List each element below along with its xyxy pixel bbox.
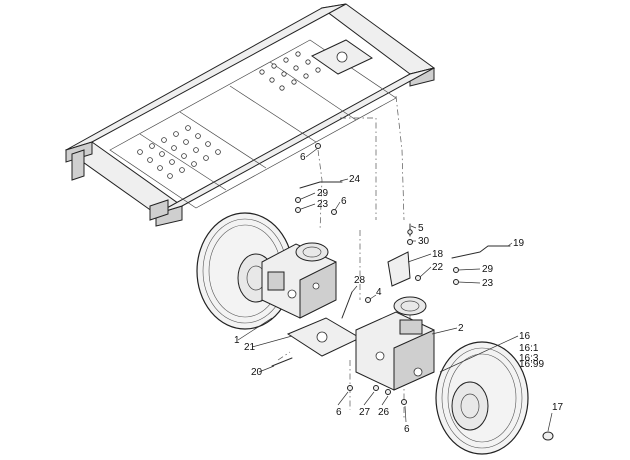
- callout-c19: 19: [513, 238, 525, 249]
- callout-c16_1: 16:1: [519, 343, 539, 354]
- callout-c24: 24: [349, 174, 361, 185]
- callout-c1: 1: [234, 335, 240, 346]
- callout-c6b: 6: [341, 196, 347, 207]
- left-transaxle: [261, 242, 337, 319]
- bracket-18: [387, 251, 411, 287]
- callout-c16_99: 16:99: [519, 359, 544, 370]
- callout-c6d: 6: [404, 424, 410, 435]
- callout-c29b: 29: [482, 264, 494, 275]
- hardware: [271, 143, 554, 441]
- callout-c23b: 23: [482, 278, 494, 289]
- right-transaxle: [355, 296, 435, 391]
- callout-c21: 21: [244, 342, 256, 353]
- callout-c5: 5: [418, 223, 424, 234]
- callout-c16: 16: [519, 331, 531, 342]
- callout-c6a: 6: [300, 152, 306, 163]
- center-bracket: [286, 317, 362, 357]
- leader-lines: [237, 147, 553, 432]
- callout-c29a: 29: [317, 188, 329, 199]
- callout-c2: 2: [458, 323, 464, 334]
- callout-c20: 20: [251, 367, 263, 378]
- perforated-panel-left: [137, 125, 221, 179]
- right-tire: [435, 341, 529, 455]
- perforated-panel-right: [259, 51, 321, 91]
- callout-c6c: 6: [336, 407, 342, 418]
- callout-c17: 17: [552, 402, 564, 413]
- callout-c16_3: 16:3: [519, 353, 539, 364]
- callout-c22: 22: [432, 262, 444, 273]
- callout-c26: 26: [378, 407, 390, 418]
- callout-c27: 27: [359, 407, 371, 418]
- callout-c4: 4: [376, 287, 382, 298]
- callout-c18: 18: [432, 249, 444, 260]
- callout-c30: 30: [418, 236, 430, 247]
- callout-c28: 28: [354, 275, 366, 286]
- callout-c23a: 23: [317, 199, 329, 210]
- chassis-frame: [64, 3, 436, 227]
